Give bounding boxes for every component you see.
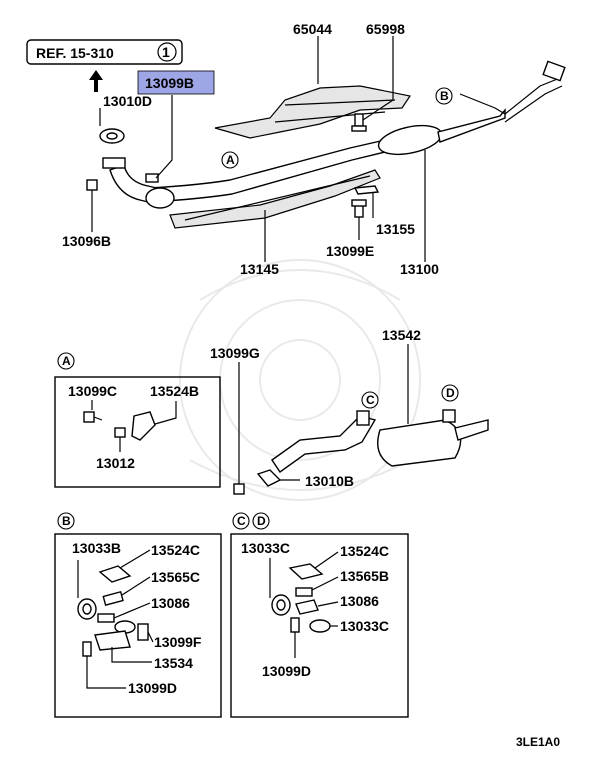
detail-b-parts [77,549,154,689]
svg-text:C: C [366,393,375,407]
label-c-13099D[interactable]: 13099D [262,663,311,679]
nut-13096B [86,179,98,191]
callout-d-detail: D [252,512,270,530]
label-c-13033C[interactable]: 13033C [241,540,290,556]
ref-text: REF. 15-310 [36,45,114,61]
callout-a-top: A [221,151,239,169]
callout-b-top: B [435,87,453,105]
ref-number: 1 [162,44,170,60]
bracket-13155 [353,185,380,195]
label-c-13086[interactable]: 13086 [340,593,379,609]
svg-text:B: B [62,514,71,528]
label-b-13524C[interactable]: 13524C [151,542,200,558]
label-13099E[interactable]: 13099E [326,243,374,259]
ref-box[interactable]: REF. 15-310 1 [26,39,183,65]
label-b-13086[interactable]: 13086 [151,595,190,611]
front-pipe [102,157,175,209]
callout-d-middle: D [441,384,459,402]
label-13155[interactable]: 13155 [376,221,415,237]
label-65044[interactable]: 65044 [293,21,332,37]
center-pipe-13100 [149,60,566,203]
callout-c-detail: C [232,512,250,530]
label-13099B[interactable]: 13099B [145,75,194,91]
svg-text:B: B [440,89,449,103]
bolt-13099G [233,483,245,495]
callout-a-detail: A [57,352,75,370]
bolt-65998 [351,113,367,132]
label-b-13565C[interactable]: 13565C [151,569,200,585]
detail-cd-box [230,533,409,718]
label-13145[interactable]: 13145 [240,261,279,277]
svg-text:D: D [446,386,455,400]
label-a-13524B[interactable]: 13524B [150,383,199,399]
label-c-13524C[interactable]: 13524C [340,543,389,559]
label-a-13099C[interactable]: 13099C [68,383,117,399]
heat-protector-13145 [169,169,381,229]
label-b-13534[interactable]: 13534 [154,655,193,671]
label-13099G[interactable]: 13099G [210,345,260,361]
label-13096B[interactable]: 13096B [62,233,111,249]
label-13010B[interactable]: 13010B [305,473,354,489]
detail-cd-parts [269,551,339,658]
svg-text:A: A [226,153,235,167]
label-a-13012[interactable]: 13012 [96,455,135,471]
label-b-13099D[interactable]: 13099D [128,680,177,696]
watermark-seal [179,259,421,501]
gasket-13010D [99,128,125,144]
detail-a-box [54,376,221,488]
bolt-13099E [351,199,367,218]
label-c-13033C-2[interactable]: 13033C [340,618,389,634]
label-13100[interactable]: 13100 [400,261,439,277]
bolt-13099B [145,173,159,183]
label-65998[interactable]: 65998 [366,21,405,37]
label-13542[interactable]: 13542 [382,327,421,343]
label-13010D[interactable]: 13010D [103,93,152,109]
svg-text:D: D [257,514,266,528]
gasket-13010B [256,469,282,487]
detail-a-parts [83,400,177,452]
diagram-code: 3LE1A0 [516,735,560,749]
detail-b-box [54,533,222,718]
leaders-middle [238,344,409,484]
highlight-box [137,70,215,95]
label-b-13099F[interactable]: 13099F [154,634,202,650]
main-muffler-13542 [271,409,489,473]
label-c-13565B[interactable]: 13565B [340,568,389,584]
ref-arrow [89,70,103,92]
heat-protector-65044 [214,85,411,139]
svg-text:C: C [237,514,246,528]
label-b-13033B[interactable]: 13033B [72,540,121,556]
callout-c-middle: C [361,391,379,409]
leaders-top [91,36,426,262]
svg-text:A: A [62,354,71,368]
callout-b-detail: B [57,512,75,530]
